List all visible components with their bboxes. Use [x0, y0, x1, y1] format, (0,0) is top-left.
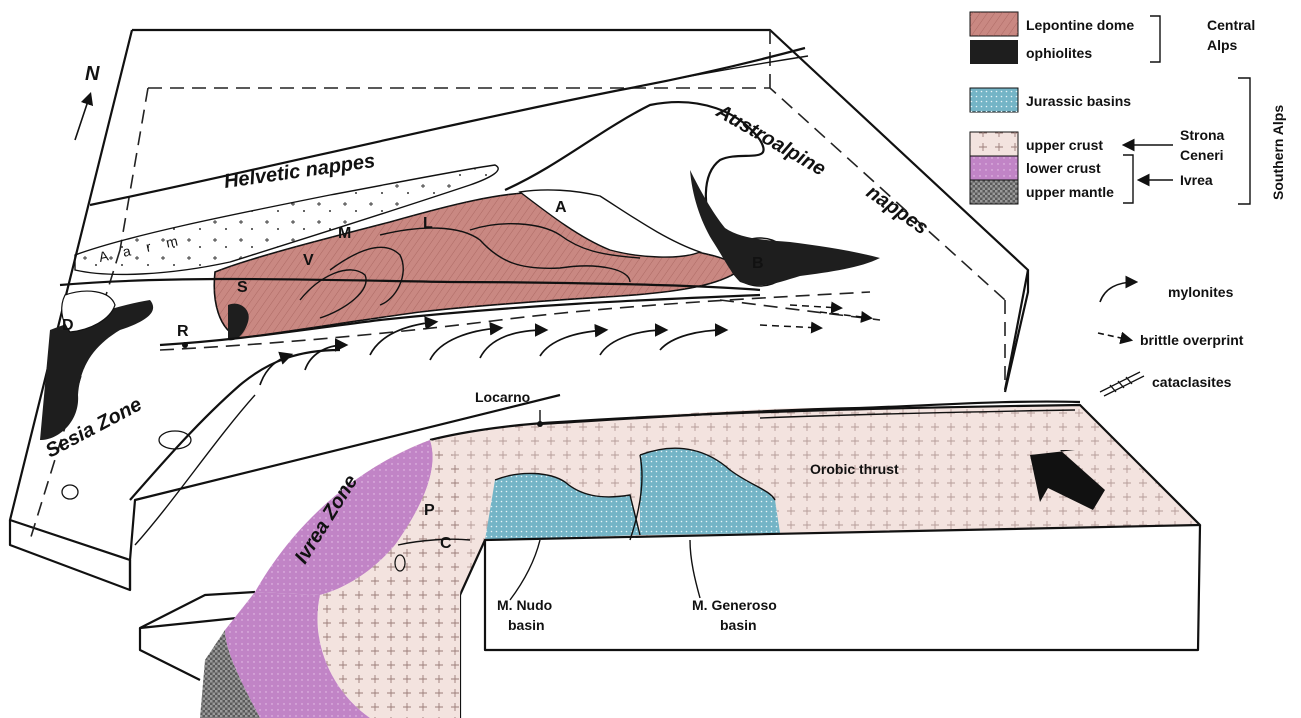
hatched-arrow-icon	[1100, 372, 1144, 396]
legend-upper-mantle-label: upper mantle	[1026, 184, 1114, 200]
locarno-label: Locarno	[475, 389, 530, 405]
legend-jurassic-label: Jurassic basins	[1026, 93, 1131, 109]
letter-c: C	[440, 535, 452, 552]
letter-s: S	[237, 279, 248, 296]
letter-m: M	[338, 225, 351, 242]
ivrea-label: Ivrea	[1180, 172, 1213, 188]
strona-label-2: Ceneri	[1180, 147, 1224, 163]
nudo-label-1: M. Nudo	[497, 597, 552, 613]
legend-swatch-upper-mantle	[970, 180, 1018, 204]
orobic-thrust-label: Orobic thrust	[810, 461, 899, 477]
legend-cataclasites-label: cataclasites	[1152, 374, 1232, 390]
strona-label-1: Strona	[1180, 127, 1225, 143]
nudo-label-2: basin	[508, 617, 545, 633]
legend-upper-crust-label: upper crust	[1026, 137, 1103, 153]
north-label: N	[85, 63, 100, 85]
north-arrow-icon	[75, 95, 90, 140]
legend-mylonites-label: mylonites	[1168, 284, 1234, 300]
letter-d: D	[62, 317, 74, 334]
legend-lepontine-label: Lepontine dome	[1026, 17, 1134, 33]
legend-brittle-label: brittle overprint	[1140, 332, 1244, 348]
letter-a: A	[555, 199, 567, 216]
legend-lower-crust-label: lower crust	[1026, 160, 1101, 176]
letter-v: V	[303, 252, 314, 269]
generoso-label-1: M. Generoso	[692, 597, 777, 613]
central-alps-label-1: Central	[1207, 17, 1255, 33]
legend-swatch-ophiolites	[970, 40, 1018, 64]
dashed-arrow-icon	[1098, 333, 1130, 340]
curved-arrow-icon	[1100, 282, 1135, 302]
southern-alps-label: Southern Alps	[1270, 105, 1286, 200]
letter-b: B	[752, 255, 764, 272]
generoso-label-2: basin	[720, 617, 757, 633]
central-alps-label-2: Alps	[1207, 37, 1238, 53]
letter-r: R	[177, 323, 189, 340]
legend-ophiolites-label: ophiolites	[1026, 45, 1092, 61]
letter-p: P	[424, 502, 435, 519]
letter-l: L	[423, 215, 433, 232]
